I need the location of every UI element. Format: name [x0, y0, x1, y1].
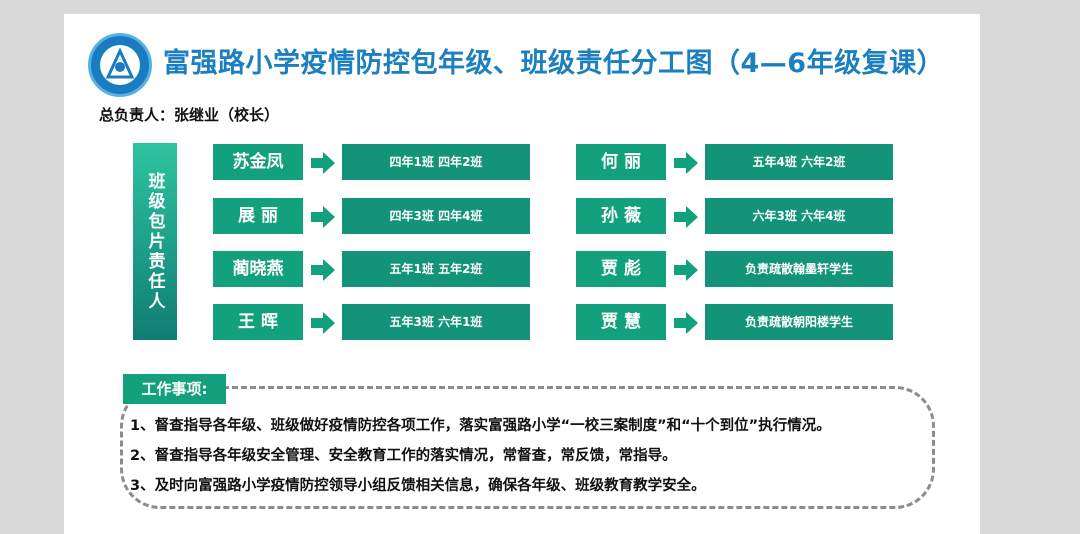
assigned-classes: 六年3班 六年4班 — [705, 198, 893, 234]
assigned-classes: 五年1班 五年2班 — [342, 251, 530, 287]
assigned-classes: 四年3班 四年4班 — [342, 198, 530, 234]
work-items-title: 工作事项: — [123, 374, 226, 404]
assignee-name: 孙 薇 — [576, 198, 666, 234]
right-arrow-icon — [311, 259, 335, 281]
assignee-name: 王 晖 — [213, 304, 303, 340]
assignee-name: 贾 彪 — [576, 251, 666, 287]
work-items-box — [120, 386, 935, 509]
work-item: 1、督查指导各年级、班级做好疫情防控各项工作，落实富强路小学“一校三案制度”和“… — [130, 418, 831, 434]
vertical-section-label: 班级包片责任人 — [133, 143, 177, 340]
right-arrow-icon — [674, 152, 698, 174]
assigned-classes: 五年3班 六年1班 — [342, 304, 530, 340]
school-logo-icon — [88, 33, 152, 97]
right-arrow-icon — [311, 152, 335, 174]
assignee-name: 苏金凤 — [213, 144, 303, 180]
assigned-classes: 四年1班 四年2班 — [342, 144, 530, 180]
assignee-name: 蔺晓燕 — [213, 251, 303, 287]
right-arrow-icon — [311, 312, 335, 334]
work-item: 2、督查指导各年级安全管理、安全教育工作的落实情况，常督查，常反馈，常指导。 — [130, 448, 677, 464]
assigned-duty: 负责疏散翰墨轩学生 — [705, 251, 893, 287]
assigned-duty: 负责疏散朝阳楼学生 — [705, 304, 893, 340]
assigned-classes: 五年4班 六年2班 — [705, 144, 893, 180]
assignee-name: 展 丽 — [213, 198, 303, 234]
right-arrow-icon — [311, 206, 335, 228]
leader-line: 总负责人：张继业（校长） — [99, 106, 280, 124]
right-arrow-icon — [674, 312, 698, 334]
right-arrow-icon — [674, 259, 698, 281]
assignee-name: 贾 慧 — [576, 304, 666, 340]
assignee-name: 何 丽 — [576, 144, 666, 180]
work-item: 3、及时向富强路小学疫情防控领导小组反馈相关信息，确保各年级、班级教育教学安全。 — [130, 478, 706, 494]
page-title: 富强路小学疫情防控包年级、班级责任分工图（4—6年级复课） — [163, 48, 945, 79]
right-arrow-icon — [674, 206, 698, 228]
